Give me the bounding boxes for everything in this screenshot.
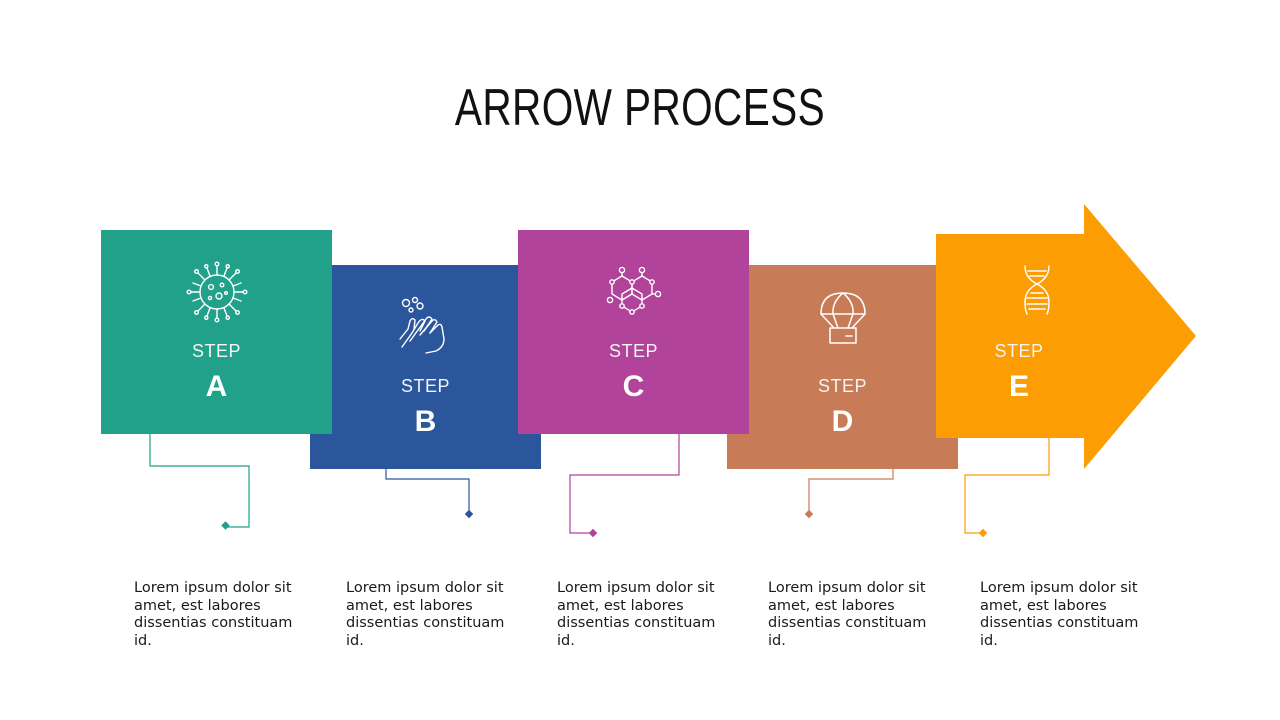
- step-c-letter: C: [622, 370, 645, 403]
- step-b-box: STEP B: [310, 265, 541, 469]
- connector-e: [964, 438, 1050, 534]
- step-e-letter: E: [1008, 370, 1029, 403]
- connector-b-marker: [464, 509, 474, 519]
- step-b-label: STEP: [400, 376, 450, 396]
- step-c-label: STEP: [608, 341, 658, 361]
- step-a-box: STEP A: [101, 230, 332, 434]
- connector-a-marker: [221, 521, 230, 530]
- virus-icon: [184, 260, 250, 329]
- page-title: ARROW PROCESS: [454, 79, 826, 137]
- connector-c-marker: [588, 528, 598, 538]
- step-b-letter: B: [414, 405, 437, 438]
- step-e-arrow: STEP E: [936, 204, 1196, 469]
- step-d-label: STEP: [817, 376, 867, 396]
- step-a-description: Lorem ipsum dolor sit amet, est labores …: [134, 580, 293, 649]
- arrow-shape: [936, 204, 1196, 469]
- connector-b: [385, 469, 470, 512]
- step-d-description: Lorem ipsum dolor sit amet, est labores …: [768, 580, 927, 649]
- step-c-box: STEP C: [518, 230, 749, 434]
- connector-d: [808, 469, 894, 512]
- step-c-description: Lorem ipsum dolor sit amet, est labores …: [557, 580, 716, 649]
- parachute-package-icon: [818, 290, 868, 351]
- step-e-label: STEP: [994, 341, 1044, 361]
- connector-d-marker: [804, 509, 814, 519]
- step-b-description: Lorem ipsum dolor sit amet, est labores …: [346, 580, 505, 649]
- connector-c: [569, 434, 680, 534]
- step-a-label: STEP: [191, 341, 241, 361]
- hand-washing-icon: [396, 295, 456, 362]
- step-d-letter: D: [831, 405, 854, 438]
- step-e-description: Lorem ipsum dolor sit amet, est labores …: [980, 580, 1139, 649]
- connector-e-marker: [978, 528, 988, 538]
- dna-icon: [1020, 264, 1054, 321]
- connector-a: [149, 434, 250, 528]
- step-d-box: STEP D: [727, 265, 958, 469]
- step-a-letter: A: [205, 370, 228, 403]
- molecule-icon: [605, 262, 663, 325]
